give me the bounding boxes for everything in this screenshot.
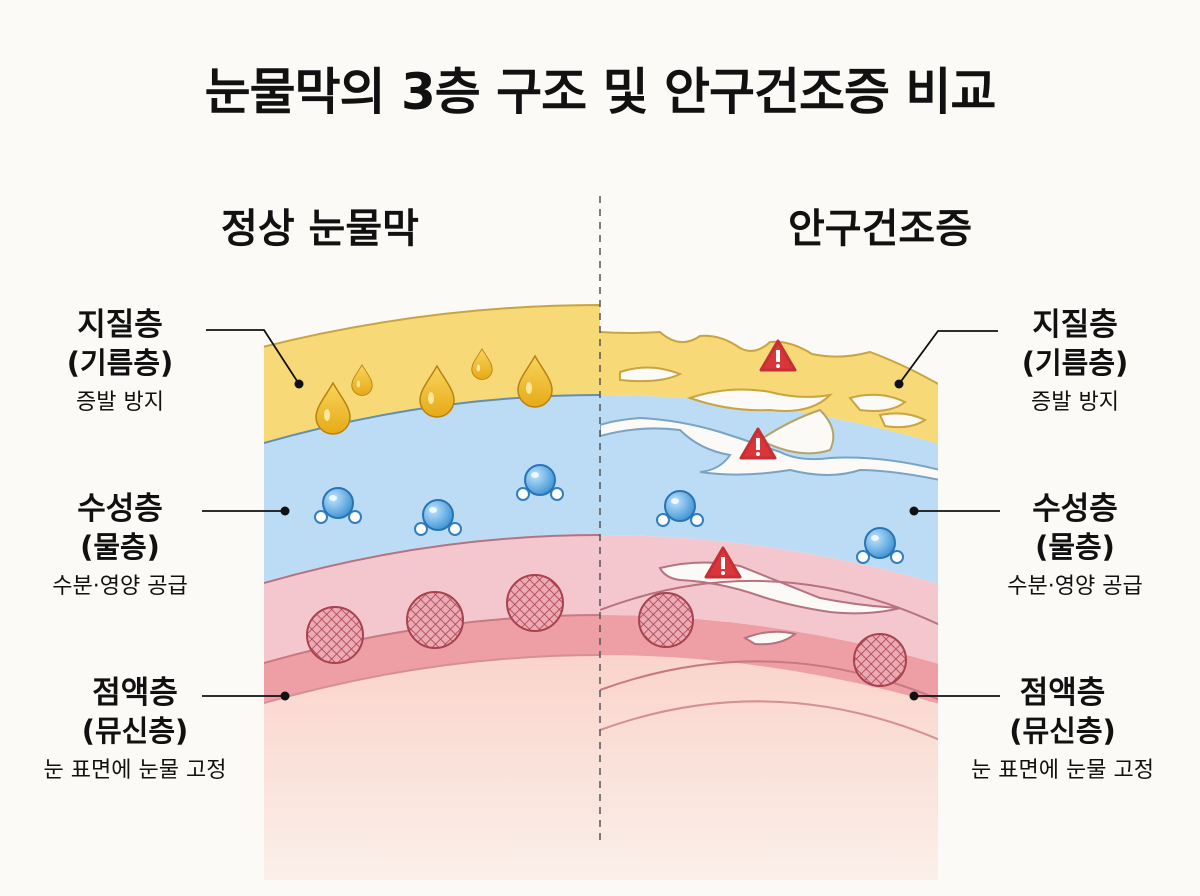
left-aqueous-label: 수성층 (물층) 수분·영양 공급 (0, 490, 240, 604)
lipid-layer-sub: (기름층) (1021, 346, 1129, 380)
aqueous-layer-desc: 수분·영양 공급 (52, 574, 188, 599)
left-leader-lines (202, 329, 300, 697)
mucin-granule-icon (853, 633, 907, 687)
aqueous-layer-name: 수성층 (1032, 491, 1118, 527)
aqueous-layer-sub: (물층) (1035, 530, 1115, 564)
aqueous-layer-sub: (물층) (80, 530, 160, 564)
mucin-layer-name: 점액층 (92, 675, 178, 711)
dry-panel-title: 안구건조증 (788, 206, 972, 252)
lipid-layer-name: 지질층 (1032, 307, 1118, 343)
aqueous-layer-name: 수성층 (77, 491, 163, 527)
normal-tear-film (264, 304, 600, 880)
mucin-layer-desc: 눈 표면에 눈물 고정 (971, 758, 1154, 783)
mucin-layer-sub: (뮤신층) (81, 714, 189, 748)
mucin-layer-name: 점액층 (1019, 675, 1106, 711)
left-mucin-label: 점액층 (뮤신층) 눈 표면에 눈물 고정 (0, 674, 280, 788)
right-lipid-label: 지질층 (기름층) 증발 방지 (955, 306, 1195, 420)
lipid-layer-name: 지질층 (77, 307, 163, 343)
left-lipid-label: 지질층 (기름층) 증발 방지 (0, 306, 240, 420)
lipid-layer-sub: (기름층) (66, 346, 174, 380)
mucin-granule-icon (306, 606, 364, 664)
mucin-layer-desc: 눈 표면에 눈물 고정 (43, 758, 227, 783)
mucin-granule-icon (506, 574, 564, 632)
mucin-layer-sub: (뮤신층) (1009, 714, 1116, 748)
dry-eye-tear-film (600, 300, 938, 880)
right-leader-lines (898, 330, 1000, 697)
right-aqueous-label: 수성층 (물층) 수분·영양 공급 (955, 490, 1195, 604)
mucin-granule-icon (638, 592, 694, 648)
mucin-granule-icon (406, 591, 464, 649)
lipid-layer-desc: 증발 방지 (1031, 390, 1119, 415)
lipid-layer-desc: 증발 방지 (76, 390, 164, 415)
right-mucin-label: 점액층 (뮤신층) 눈 표면에 눈물 고정 (925, 674, 1200, 788)
aqueous-layer-desc: 수분·영양 공급 (1007, 574, 1143, 599)
page-title: 눈물막의 3층 구조 및 안구건조증 비교 (204, 63, 997, 121)
normal-panel-title: 정상 눈물막 (221, 206, 419, 252)
